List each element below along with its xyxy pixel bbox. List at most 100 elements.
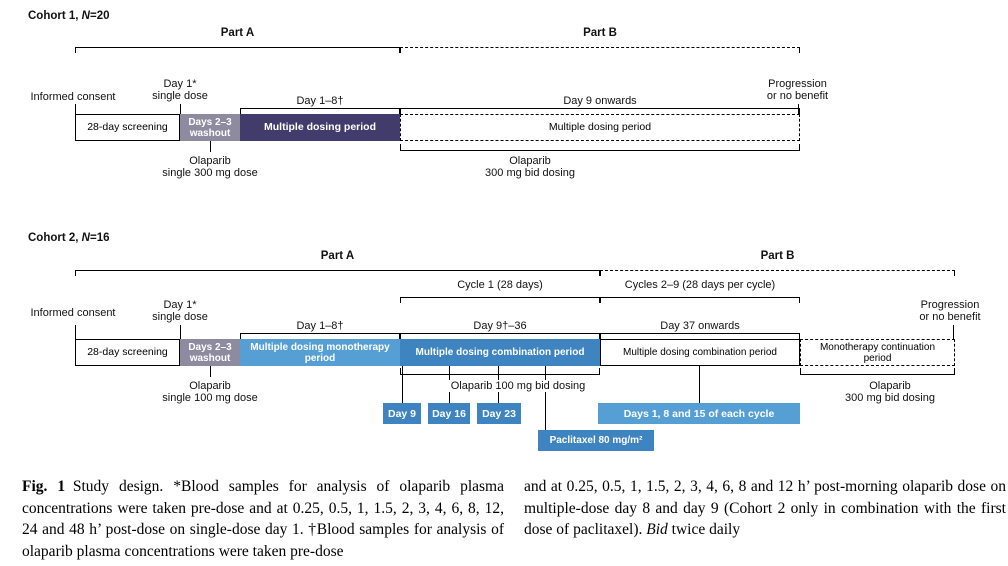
cohort1-day9-onwards-bracket [400, 108, 800, 114]
cohort2-progression-label: Progression or no benefit [885, 299, 1008, 323]
cohort1-day1-8-bracket [240, 108, 400, 114]
cohort1-progression-tick [798, 104, 799, 114]
cohort2-olaparib-single-tick [210, 366, 211, 377]
cohort1-day1-label: Day 1* single dose [130, 78, 230, 102]
cohort1-part-a-label: Part A [220, 27, 255, 39]
cohort2-day1-8-label: Day 1–8† [296, 320, 344, 332]
cohort2-olaparib-300-line1: Olaparib [869, 380, 911, 392]
cohort2-monotherapy-box: Multiple dosing monotherapy period [240, 339, 400, 366]
cohort2-day9-box: Day 9 [383, 403, 421, 424]
cohort2-combination-continue-box: Multiple dosing combination period [600, 339, 800, 366]
cohort1-olaparib-single-label: Olaparib single 300 mg dose [140, 155, 280, 179]
cohort2-day37-bracket [600, 333, 800, 339]
cohort2-cycles2-9-bracket [600, 297, 800, 303]
cohort2-title-prefix: Cohort 2, [28, 232, 82, 244]
cohort1-day9-onwards-label: Day 9 onwards [563, 95, 637, 107]
cohort2-olaparib-single-line1: Olaparib [189, 380, 231, 392]
cohort1-day1-line2: single dose [152, 90, 208, 102]
cohort2-title-n: N [81, 232, 90, 244]
cohort2-screening-box: 28-day screening [75, 339, 180, 366]
cohort1-olaparib-bid-line1: Olaparib [509, 155, 551, 167]
cohort1-progression-label: Progression or no benefit [735, 78, 860, 102]
cohort2-olaparib-single-label: Olaparib single 100 mg dose [140, 380, 280, 404]
cohort1-part-a-bracket [75, 47, 400, 53]
cohort2-days-1-8-15-box: Days 1, 8 and 15 of each cycle [598, 403, 800, 424]
cohort2-washout-line1: Days 2–3 [188, 341, 232, 353]
cohort1-day1-tick [180, 104, 181, 114]
cohort2-paclitaxel-box: Paclitaxel 80 mg/m² [538, 430, 654, 451]
cohort2-day23-box: Day 23 [477, 403, 521, 424]
cohort1-part-b-bracket [400, 47, 800, 53]
cohort1-title: Cohort 1, N=20 [28, 10, 110, 22]
cohort2-combination-box: Multiple dosing combination period [400, 339, 600, 366]
cohort2-monotherapy-continue-box: Monotherapy continuation period [800, 339, 955, 366]
cohort2-day9-36-bracket [400, 333, 600, 339]
cohort2-progression-line2: or no benefit [919, 311, 981, 323]
cohort2-days-cycle-connector [699, 366, 700, 403]
cohort2-day37-onwards-label: Day 37 onwards [660, 320, 740, 332]
cohort1-partb-bottom-bracket [400, 144, 800, 151]
cohort2-olaparib-300-label: Olaparib 300 mg bid dosing [815, 380, 965, 404]
cohort2-washout-line2: washout [189, 352, 231, 364]
cohort2-part-b-bracket [600, 270, 955, 276]
figure-caption-left-column: Fig. 1 Study design. *Blood samples for … [22, 476, 504, 562]
cohort2-part-a-label: Part A [320, 250, 355, 262]
cohort1-washout-line2: washout [189, 127, 231, 139]
cohort2-olaparib-single-line2: single 100 mg dose [162, 392, 258, 404]
cohort1-olaparib-bid-line2: 300 mg bid dosing [485, 167, 575, 179]
cohort1-title-suffix: =20 [89, 10, 110, 22]
cohort1-title-n: N [81, 10, 90, 22]
figure-caption-right-column: and at 0.25, 0.5, 1, 1.5, 2, 3, 4, 6, 8 … [524, 476, 1006, 541]
cohort1-olaparib-bid-label: Olaparib 300 mg bid dosing [430, 155, 630, 179]
cohort1-partb-dosing-box: Multiple dosing period [400, 114, 800, 141]
cohort2-title: Cohort 2, N=16 [28, 232, 110, 244]
cohort1-olaparib-single-line1: Olaparib [189, 155, 231, 167]
cohort1-consent-tick [75, 104, 76, 114]
cohort1-olaparib-single-tick [210, 141, 211, 152]
cohort1-olaparib-single-line2: single 300 mg dose [162, 167, 258, 179]
cohort1-part-b-label: Part B [583, 27, 617, 39]
figure-caption-fig-label: Fig. 1 [22, 478, 66, 495]
cohort1-day1-8-label: Day 1–8† [296, 95, 344, 107]
cohort2-part-b-label: Part B [760, 250, 795, 262]
cohort2-olaparib-300-line2: 300 mg bid dosing [845, 392, 935, 404]
cohort2-title-suffix: =16 [89, 232, 110, 244]
cohort1-title-prefix: Cohort 1, [28, 10, 82, 22]
cohort2-monotherapy-line1: Multiple dosing monotherapy [250, 341, 390, 353]
cohort2-informed-consent-label: Informed consent [30, 307, 116, 319]
cohort2-day1-line2: single dose [152, 311, 208, 323]
cohort2-monotherapy-line2: period [304, 352, 336, 364]
figure-caption-right-text: and at 0.25, 0.5, 1, 1.5, 2, 3, 4, 6, 8 … [524, 478, 1006, 538]
cohort2-progression-line1: Progression [920, 299, 980, 311]
cohort2-day1-tick [180, 325, 181, 339]
cohort2-day16-box: Day 16 [428, 403, 470, 424]
cohort2-olaparib-100-label: Olaparib 100 mg bid dosing [420, 380, 616, 392]
cohort2-monotherapy-bottom-bracket [800, 368, 955, 375]
cohort1-multiple-dosing-box: Multiple dosing period [240, 114, 400, 141]
cohort1-informed-consent-label: Informed consent [30, 91, 116, 103]
cohort2-paclitaxel-connector [545, 366, 546, 430]
cohort1-progression-line1: Progression [768, 78, 827, 90]
cohort1-day1-line1: Day 1* [163, 78, 197, 90]
cohort2-day1-label: Day 1* single dose [130, 299, 230, 323]
cohort2-monotherapy-continue-line1: Monotherapy continuation [819, 341, 936, 353]
cohort2-day9-connector [402, 366, 403, 403]
cohort1-progression-line2: or no benefit [766, 90, 829, 102]
cohort2-combination-bottom-bracket [400, 368, 600, 375]
figure-caption-right-suffix: twice daily [667, 521, 741, 538]
cohort2-part-a-bracket [75, 270, 600, 276]
cohort2-day1-line1: Day 1* [163, 299, 197, 311]
figure-caption-left-text: Study design. *Blood samples for analysi… [22, 478, 504, 560]
cohort2-progression-tick [953, 325, 954, 339]
cohort2-consent-tick [75, 325, 76, 339]
cohort2-cycles2-9-label: Cycles 2–9 (28 days per cycle) [624, 279, 776, 291]
cohort1-screening-box: 28-day screening [75, 114, 180, 141]
cohort2-cycle1-bracket [400, 297, 600, 303]
cohort2-monotherapy-continue-line2: period [863, 352, 892, 364]
cohort1-washout-box: Days 2–3 washout [180, 114, 240, 141]
cohort2-cycle1-label: Cycle 1 (28 days) [457, 279, 543, 291]
cohort1-washout-line1: Days 2–3 [188, 116, 232, 128]
cohort2-day1-8-bracket [240, 333, 400, 339]
figure-caption-bid-italic: Bid [646, 521, 668, 538]
